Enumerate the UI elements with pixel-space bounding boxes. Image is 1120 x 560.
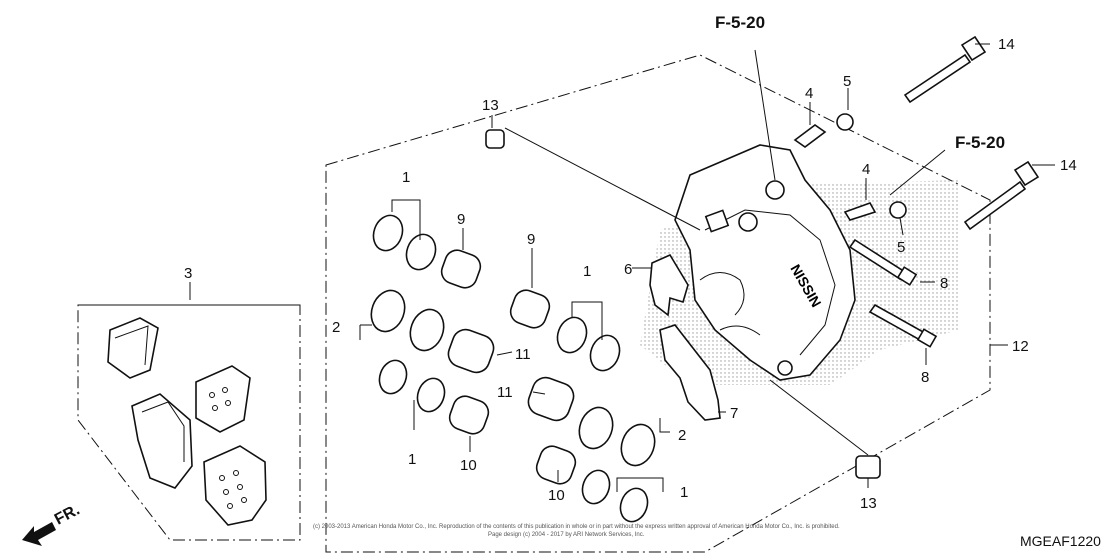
callout-1[interactable]: 1 [402, 169, 410, 186]
piston-seal[interactable] [375, 357, 411, 398]
bleeder-cap[interactable] [889, 201, 907, 219]
callout-14[interactable]: 14 [1060, 157, 1077, 174]
callout-2[interactable]: 2 [678, 427, 686, 444]
piston-seal[interactable] [369, 211, 408, 254]
piston[interactable] [446, 393, 491, 437]
piston[interactable] [525, 374, 577, 424]
callout-13[interactable]: 13 [482, 97, 499, 114]
callout-14[interactable]: 14 [998, 36, 1015, 53]
bushing[interactable] [855, 455, 881, 479]
pad-retainer[interactable] [659, 324, 721, 421]
callout-13[interactable]: 13 [860, 495, 877, 512]
front-direction-arrow: FR. [22, 501, 83, 546]
reference-label[interactable]: F-5-20 [955, 133, 1005, 152]
brake-pad[interactable] [131, 393, 193, 489]
piston-seal[interactable] [413, 375, 449, 416]
callout-11[interactable]: 11 [515, 346, 531, 363]
dust-seal[interactable] [405, 305, 449, 355]
callout-2[interactable]: 2 [332, 319, 340, 336]
piston[interactable] [507, 287, 552, 331]
callout-11[interactable]: 11 [497, 384, 513, 401]
callout-9[interactable]: 9 [457, 211, 465, 228]
piston-seal[interactable] [402, 230, 441, 273]
callout-1[interactable]: 1 [408, 451, 416, 468]
bleeder-screw[interactable] [793, 124, 827, 148]
pad-pin[interactable] [868, 303, 938, 348]
callout-4[interactable]: 4 [862, 161, 870, 178]
piston-seal[interactable] [586, 331, 625, 374]
piston[interactable] [533, 443, 578, 487]
bleeder-screw[interactable] [843, 202, 877, 221]
brake-pad[interactable] [107, 317, 159, 379]
piston[interactable] [438, 247, 483, 291]
callout-10[interactable]: 10 [548, 487, 565, 504]
dust-seal[interactable] [366, 286, 410, 336]
callout-3[interactable]: 3 [184, 265, 192, 282]
callout-12[interactable]: 12 [1012, 338, 1029, 355]
callout-5[interactable]: 5 [897, 239, 905, 256]
leader-lines [78, 43, 1055, 492]
brake-pad[interactable] [203, 445, 267, 526]
callout-7[interactable]: 7 [730, 405, 738, 422]
pad-spring[interactable] [649, 253, 689, 317]
copyright-line: (c) 2003-2013 American Honda Motor Co., … [313, 524, 840, 530]
callout-5[interactable]: 5 [843, 73, 851, 90]
caliper-bolt[interactable] [903, 35, 987, 104]
caliper-body[interactable]: NISSIN [674, 144, 856, 381]
piston-seal[interactable] [578, 467, 614, 508]
caliper-group-outline [325, 54, 991, 553]
brake-pad[interactable] [195, 365, 251, 433]
callout-10[interactable]: 10 [460, 457, 477, 474]
callout-6[interactable]: 6 [624, 261, 632, 278]
diagram-code: MGEAF1220 [1020, 533, 1101, 549]
callout-8[interactable]: 8 [921, 369, 929, 386]
dust-seal[interactable] [574, 403, 618, 453]
front-direction-label: FR. [52, 501, 83, 528]
piston-seal[interactable] [616, 485, 652, 526]
caliper-bolt[interactable] [963, 160, 1040, 231]
callout-4[interactable]: 4 [805, 85, 813, 102]
callout-9[interactable]: 9 [527, 231, 535, 248]
piston-seal[interactable] [553, 313, 592, 356]
callout-1[interactable]: 1 [680, 484, 688, 501]
pad-pin[interactable] [848, 238, 918, 286]
bleeder-cap[interactable] [836, 113, 854, 131]
piston[interactable] [445, 326, 497, 376]
callout-8[interactable]: 8 [940, 275, 948, 292]
bushing[interactable] [485, 129, 505, 149]
reference-label[interactable]: F-5-20 [715, 13, 765, 32]
dust-seal[interactable] [616, 420, 660, 470]
callout-1[interactable]: 1 [583, 263, 591, 280]
copyright-line: Page design (c) 2004 - 2017 by ARI Netwo… [488, 532, 645, 538]
